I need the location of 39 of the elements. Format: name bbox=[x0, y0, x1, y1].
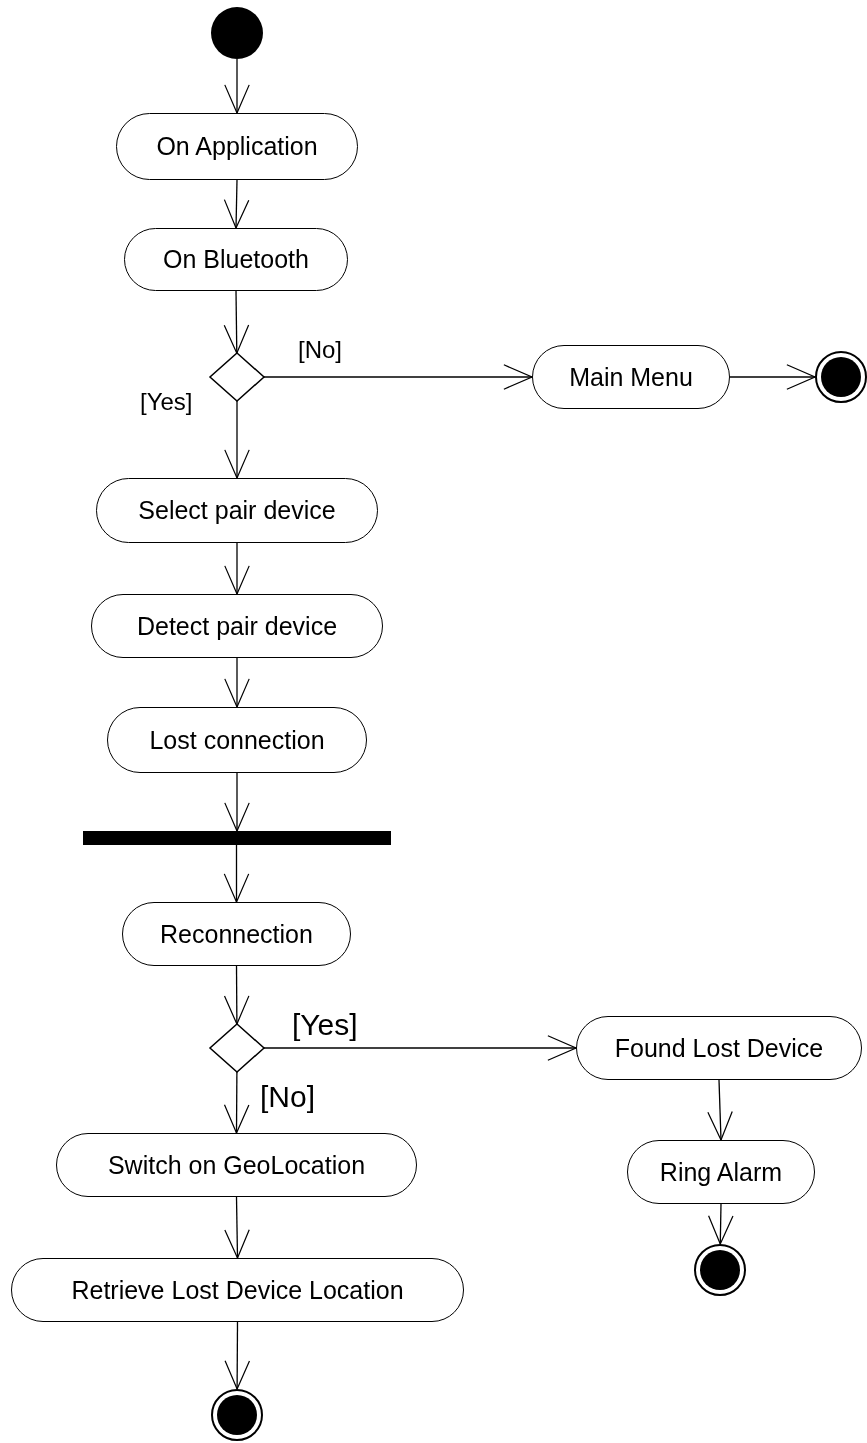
edge-label: [Yes] bbox=[292, 1010, 358, 1040]
action-label: On Application bbox=[156, 132, 318, 161]
edge-label: [No] bbox=[298, 338, 342, 362]
arrow bbox=[223, 290, 250, 354]
action-label: Found Lost Device bbox=[614, 1033, 824, 1063]
arrow bbox=[223, 179, 250, 229]
decision-diamond bbox=[210, 1024, 264, 1072]
arrow bbox=[224, 400, 250, 479]
arrow bbox=[224, 1196, 250, 1259]
arrow bbox=[707, 1079, 733, 1141]
arrow bbox=[223, 844, 250, 903]
final-node bbox=[211, 1389, 263, 1441]
fork-bar bbox=[83, 831, 391, 845]
arrow bbox=[223, 1071, 250, 1134]
initial-node bbox=[211, 7, 263, 59]
arrow bbox=[263, 364, 533, 390]
arrow bbox=[224, 1321, 251, 1390]
action-label: Lost connection bbox=[149, 725, 325, 755]
action-label: Main Menu bbox=[569, 362, 693, 392]
edge-label: [Yes] bbox=[140, 390, 193, 414]
action-label: Ring Alarm bbox=[659, 1157, 783, 1187]
decision-diamond bbox=[210, 353, 264, 401]
final-node bbox=[694, 1244, 746, 1296]
arrow bbox=[729, 364, 816, 390]
final-node bbox=[815, 351, 867, 403]
arrow bbox=[223, 965, 250, 1025]
action-label: On Bluetooth bbox=[163, 245, 309, 274]
arrow bbox=[708, 1203, 734, 1245]
arrow bbox=[263, 1035, 577, 1061]
action-label: Detect pair device bbox=[136, 611, 338, 641]
arrow bbox=[224, 58, 250, 114]
arrow bbox=[224, 657, 250, 708]
action-label: Select pair device bbox=[138, 496, 336, 525]
arrow bbox=[224, 772, 250, 832]
action-label: Retrieve Lost Device Location bbox=[71, 1275, 404, 1305]
action-label: Switch on GeoLocation bbox=[107, 1150, 366, 1180]
arrow bbox=[224, 542, 250, 595]
action-label: Reconnection bbox=[160, 919, 313, 949]
edge-label: [No] bbox=[260, 1082, 316, 1112]
